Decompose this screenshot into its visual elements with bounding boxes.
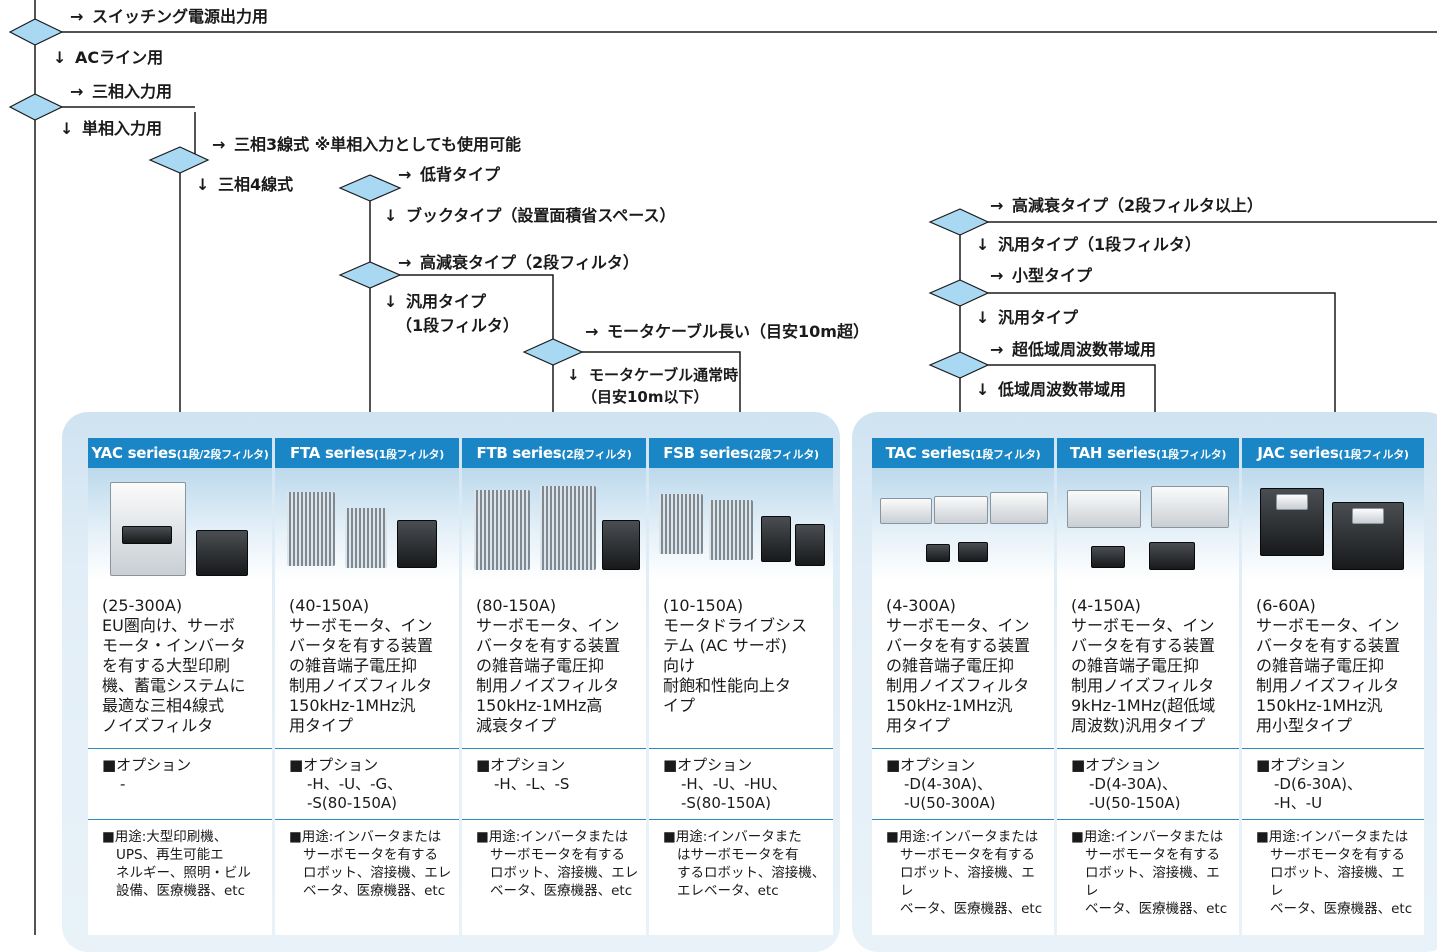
diamond-attenuation (338, 261, 402, 289)
product-uses: ■用途:インバータまたは サーボモータを有するロボット、溶接機、エレベータ、医療… (462, 819, 646, 900)
diamond-wire (148, 146, 210, 174)
product-options: ■オプション -H、-L、-S (462, 748, 646, 819)
product-card-fta[interactable]: FTA series(1段フィルタ) (40-150A) サーボモータ、インバー… (275, 438, 459, 935)
product-uses: ■用途:インバータまたは サーボモータを有するロボット、溶接機、エレベータ、医療… (1242, 819, 1424, 918)
product-card-jac[interactable]: JAC series(1段フィルタ) (6-60A) サーボモータ、インバータを… (1242, 438, 1424, 935)
decision-diamonds (8, 18, 990, 379)
card-header: TAC series(1段フィルタ) (872, 438, 1054, 468)
product-options: ■オプション -H、-U、-HU、-S(80-150A) (649, 748, 833, 819)
diamond-output (8, 18, 64, 46)
product-card-tah[interactable]: TAH series(1段フィルタ) (4-150A) サーボモータ、インバータ… (1057, 438, 1239, 935)
flow-label-single-phase: ↓単相入力用 (60, 119, 163, 138)
product-image-tah (1057, 468, 1239, 580)
flow-label-general-line2: （1段フィルタ） (396, 316, 519, 335)
product-uses: ■用途:インバータまたは サーボモータを有するロボット、溶接機、エレベータ、医療… (1057, 819, 1239, 918)
flow-label-high-attenuation: →高減衰タイプ（2段フィルタ） (398, 253, 639, 272)
flow-label-low-profile: →低背タイプ (398, 165, 501, 184)
flow-label-small-type: →小型タイプ (990, 266, 1093, 285)
diamond-phase (8, 93, 64, 121)
product-uses: ■用途:インバータまたは サーボモータを有するロボット、溶接機、エレベータ、医療… (275, 819, 459, 900)
card-header: FTA series(1段フィルタ) (275, 438, 459, 468)
flow-label-switching: →スイッチング電源出力用 (70, 7, 269, 26)
card-header: FSB series(2段フィルタ) (649, 438, 833, 468)
diamond-height (338, 174, 402, 202)
product-description: (25-300A) EU圏向け、サーボモータ・インバータを有する大型印刷 機、蓄… (102, 596, 247, 735)
product-uses: ■用途:インバータまた はサーボモータを有するロボット、溶接機、エレベータ、et… (649, 819, 833, 900)
flow-label-book-type: ↓ブックタイプ（設置面積省スペース） (384, 206, 676, 225)
product-card-yac[interactable]: YAC series(1段/2段フィルタ) (25-300A) EU圏向け、サー… (88, 438, 272, 935)
flow-label-general-single: ↓汎用タイプ（1段フィルタ） (976, 235, 1201, 254)
flow-label-ultra-low-freq: →超低域周波数帯域用 (990, 340, 1157, 359)
flow-label-four-wire: ↓三相4線式 (196, 175, 294, 194)
diamond-size (928, 279, 990, 307)
flow-label-ac-line: ↓ACライン用 (53, 48, 164, 67)
product-image-fsb (649, 468, 833, 580)
product-options: ■オプション -D(6-30A)、-H、-U (1242, 748, 1424, 819)
product-image-fta (275, 468, 459, 580)
product-card-tac[interactable]: TAC series(1段フィルタ) (4-300A) サーボモータ、インバータ… (872, 438, 1054, 935)
diamond-stage (928, 208, 990, 236)
flow-label-general-line1: ↓汎用タイプ (384, 292, 487, 311)
card-header: JAC series(1段フィルタ) (1242, 438, 1424, 468)
product-uses: ■用途:大型印刷機、 UPS、再生可能エネルギー、照明・ビル設備、医療機器、et… (88, 819, 272, 900)
flow-label-motor-normal-line1: ↓モータケーブル通常時 (567, 366, 739, 384)
product-card-ftb[interactable]: FTB series(2段フィルタ) (80-150A) サーボモータ、インバー… (462, 438, 646, 935)
product-description: (6-60A) サーボモータ、インバータを有する装置の雑音端子電圧抑 制用ノイズ… (1256, 596, 1401, 735)
product-image-yac (88, 468, 272, 580)
diamond-cable (522, 338, 584, 366)
flow-label-three-phase: →三相入力用 (70, 82, 173, 101)
product-description: (10-150A) モータドライブシステム (AC サーボ)向け 耐飽和性能向上… (663, 596, 808, 715)
flow-label-motor-normal-line2: （目安10m以下） (582, 388, 709, 406)
product-options: ■オプション -D(4-30A)、-U(50-300A) (872, 748, 1054, 819)
product-card-fsb[interactable]: FSB series(2段フィルタ) (10-150A) モータドライブシステム… (649, 438, 833, 935)
product-image-ftb (462, 468, 646, 580)
flow-label-low-freq: ↓低域周波数帯域用 (976, 380, 1127, 399)
flow-label-three-wire: →三相3線式 ※単相入力としても使用可能 (212, 135, 521, 154)
product-description: (4-150A) サーボモータ、インバータを有する装置の雑音端子電圧抑 制用ノイ… (1071, 596, 1216, 735)
diamond-frequency (928, 351, 990, 379)
card-header: YAC series(1段/2段フィルタ) (88, 438, 272, 468)
card-header: FTB series(2段フィルタ) (462, 438, 646, 468)
card-header: TAH series(1段フィルタ) (1057, 438, 1239, 468)
product-options: ■オプション - (88, 748, 272, 819)
product-options: ■オプション -H、-U、-G、-S(80-150A) (275, 748, 459, 819)
flow-label-motor-long: →モータケーブル長い（目安10m超） (585, 322, 869, 341)
flow-label-high-attenuation-2plus: →高減衰タイプ（2段フィルタ以上） (990, 196, 1263, 215)
flow-label-general-type: ↓汎用タイプ (976, 308, 1079, 327)
product-options: ■オプション -D(4-30A)、-U(50-150A) (1057, 748, 1239, 819)
product-description: (4-300A) サーボモータ、インバータを有する装置の雑音端子電圧抑 制用ノイ… (886, 596, 1031, 735)
product-description: (80-150A) サーボモータ、インバータを有する装置の雑音端子電圧抑 制用ノ… (476, 596, 621, 735)
product-uses: ■用途:インバータまたは サーボモータを有するロボット、溶接機、エレベータ、医療… (872, 819, 1054, 918)
product-image-jac (1242, 468, 1424, 580)
product-description: (40-150A) サーボモータ、インバータを有する装置の雑音端子電圧抑 制用ノ… (289, 596, 434, 735)
product-image-tac (872, 468, 1054, 580)
